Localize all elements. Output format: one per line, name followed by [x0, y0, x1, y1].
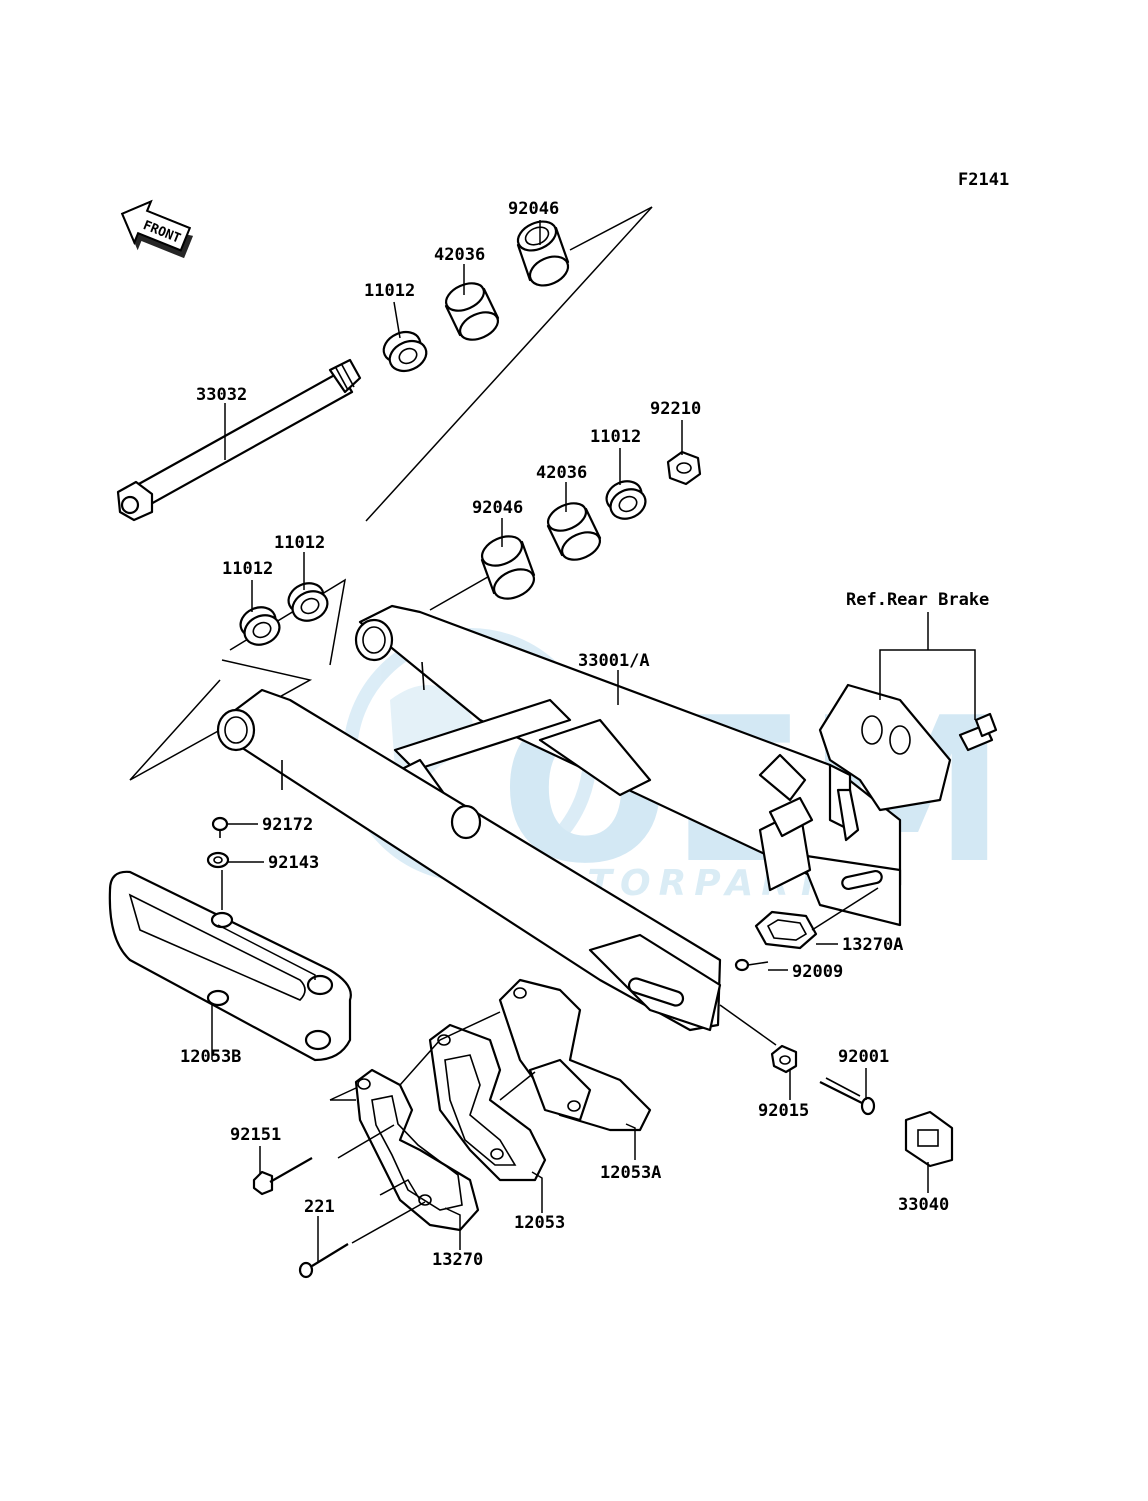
guard-13270	[354, 1068, 480, 1232]
front-arrow-icon: FRONT	[120, 199, 194, 259]
label-92143: 92143	[268, 853, 319, 873]
screw-221	[298, 1243, 349, 1279]
pivot-shaft-33032	[116, 358, 362, 522]
label-11012-right: 11012	[590, 427, 641, 447]
sleeve-42036-mid	[546, 502, 602, 561]
label-ref-rear-brake: Ref.Rear Brake	[846, 590, 989, 610]
part-labels: 92046 42036 11012 33032 92210 11012 4203…	[180, 199, 989, 1270]
label-11012-left-a: 11012	[222, 559, 273, 579]
label-13270a: 13270A	[842, 935, 903, 955]
chain-slider-12053b	[108, 870, 352, 1062]
leader-lines	[224, 220, 929, 1262]
seal-11012-left-a	[239, 606, 281, 646]
label-42036-top: 42036	[434, 245, 485, 265]
label-12053a: 12053A	[600, 1163, 661, 1183]
label-42036-mid: 42036	[536, 463, 587, 483]
adjuster-block-33040	[904, 1110, 954, 1168]
label-92001: 92001	[838, 1047, 889, 1067]
seal-11012-left-b	[287, 582, 329, 622]
label-92046-mid: 92046	[472, 498, 523, 518]
label-12053: 12053	[514, 1213, 565, 1233]
plate-13270a	[754, 910, 818, 950]
nut-92015	[770, 1044, 798, 1074]
seal-11012-right	[605, 480, 647, 520]
label-92151: 92151	[230, 1125, 281, 1145]
bolt-92151	[252, 1157, 313, 1196]
label-92210: 92210	[650, 399, 701, 419]
washer-92143	[206, 851, 230, 869]
bearing-92046-mid	[480, 535, 536, 600]
label-11012-top: 11012	[364, 281, 415, 301]
label-221: 221	[304, 1197, 335, 1217]
swingarm-33001	[216, 604, 902, 1032]
label-33040: 33040	[898, 1195, 949, 1215]
bolt-92009	[734, 958, 769, 972]
figure-code: F2141	[958, 170, 1009, 190]
label-92015: 92015	[758, 1101, 809, 1121]
label-11012-left-b: 11012	[274, 533, 325, 553]
chain-guide-12053a	[498, 978, 652, 1132]
label-33001a: 33001/A	[578, 651, 650, 671]
nut-92210	[666, 450, 702, 486]
bearing-92046-top	[516, 220, 570, 287]
label-33032: 33032	[196, 385, 247, 405]
screw-92172	[211, 816, 229, 838]
bolt-92001	[819, 1077, 876, 1116]
rear-brake-bracket	[818, 683, 998, 842]
seal-11012-top	[382, 330, 428, 373]
label-92046-top: 92046	[508, 199, 559, 219]
label-92009: 92009	[792, 962, 843, 982]
label-92172: 92172	[262, 815, 313, 835]
label-13270: 13270	[432, 1250, 483, 1270]
label-12053b: 12053B	[180, 1047, 241, 1067]
sleeve-42036-top	[444, 282, 500, 341]
chain-guide-12053	[428, 1023, 547, 1182]
